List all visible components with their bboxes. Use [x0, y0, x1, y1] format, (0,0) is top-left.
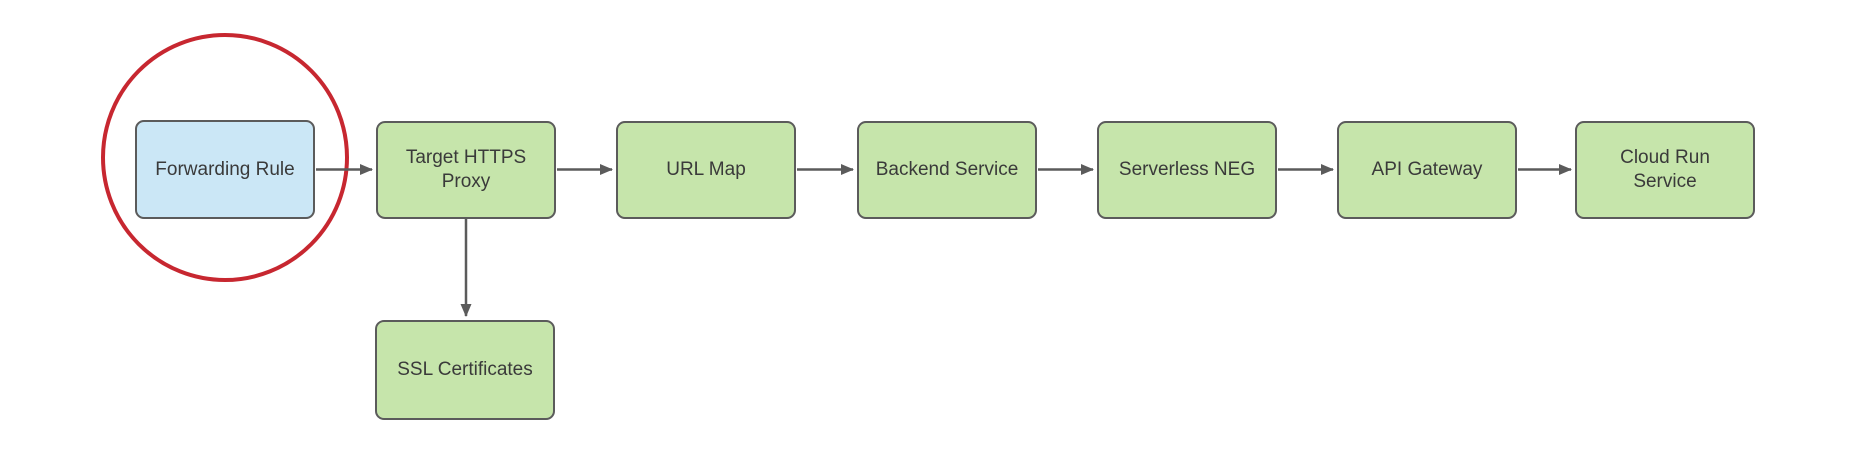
node-forwarding-rule: Forwarding Rule [135, 120, 315, 219]
node-api-gateway-label: API Gateway [1371, 159, 1483, 180]
node-backend-service-label: Backend Service [875, 159, 1019, 180]
node-url-map: URL Map [616, 121, 796, 219]
node-ssl-certificates-label: SSL Certificates [397, 359, 533, 380]
node-serverless-neg-label: Serverless NEG [1118, 159, 1256, 180]
node-forwarding-rule-label: Forwarding Rule [155, 158, 295, 180]
node-serverless-neg: Serverless NEG [1097, 121, 1277, 219]
node-backend-service: Backend Service [857, 121, 1037, 219]
node-url-map-label: URL Map [666, 159, 746, 180]
node-api-gateway: API Gateway [1337, 121, 1517, 219]
node-cloud-run-service-label: Cloud Run Service [1620, 147, 1710, 192]
node-cloud-run-service: Cloud Run Service [1575, 121, 1755, 219]
node-ssl-certificates: SSL Certificates [375, 320, 555, 420]
node-target-https-proxy: Target HTTPS Proxy [376, 121, 556, 219]
node-target-https-proxy-label: Target HTTPS Proxy [405, 147, 527, 192]
